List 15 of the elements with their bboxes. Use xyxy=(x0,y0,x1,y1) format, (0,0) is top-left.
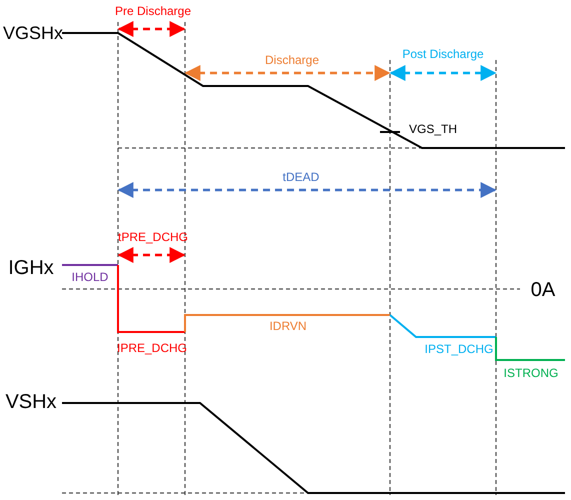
timing-label: tPRE_DCHG xyxy=(118,231,188,243)
phase-label: Discharge xyxy=(264,54,320,66)
current-label: IPRE_DCHG xyxy=(117,342,187,354)
signal-label: VSHx xyxy=(5,392,57,412)
reference-label: 0A xyxy=(530,280,556,300)
signal-label: VGSHx xyxy=(3,24,63,42)
threshold-label: VGS_TH xyxy=(409,123,457,135)
current-label: IDRVN xyxy=(269,320,307,332)
phase-label: Post Discharge xyxy=(402,48,484,60)
phase-label: Pre Discharge xyxy=(114,5,192,17)
current-label: ISTRONG xyxy=(504,367,558,379)
current-label: IPST_DCHG xyxy=(424,343,494,355)
current-label: IHOLD xyxy=(72,271,108,283)
signal-label: IGHx xyxy=(8,258,54,278)
timing-label: tDEAD xyxy=(282,171,320,183)
